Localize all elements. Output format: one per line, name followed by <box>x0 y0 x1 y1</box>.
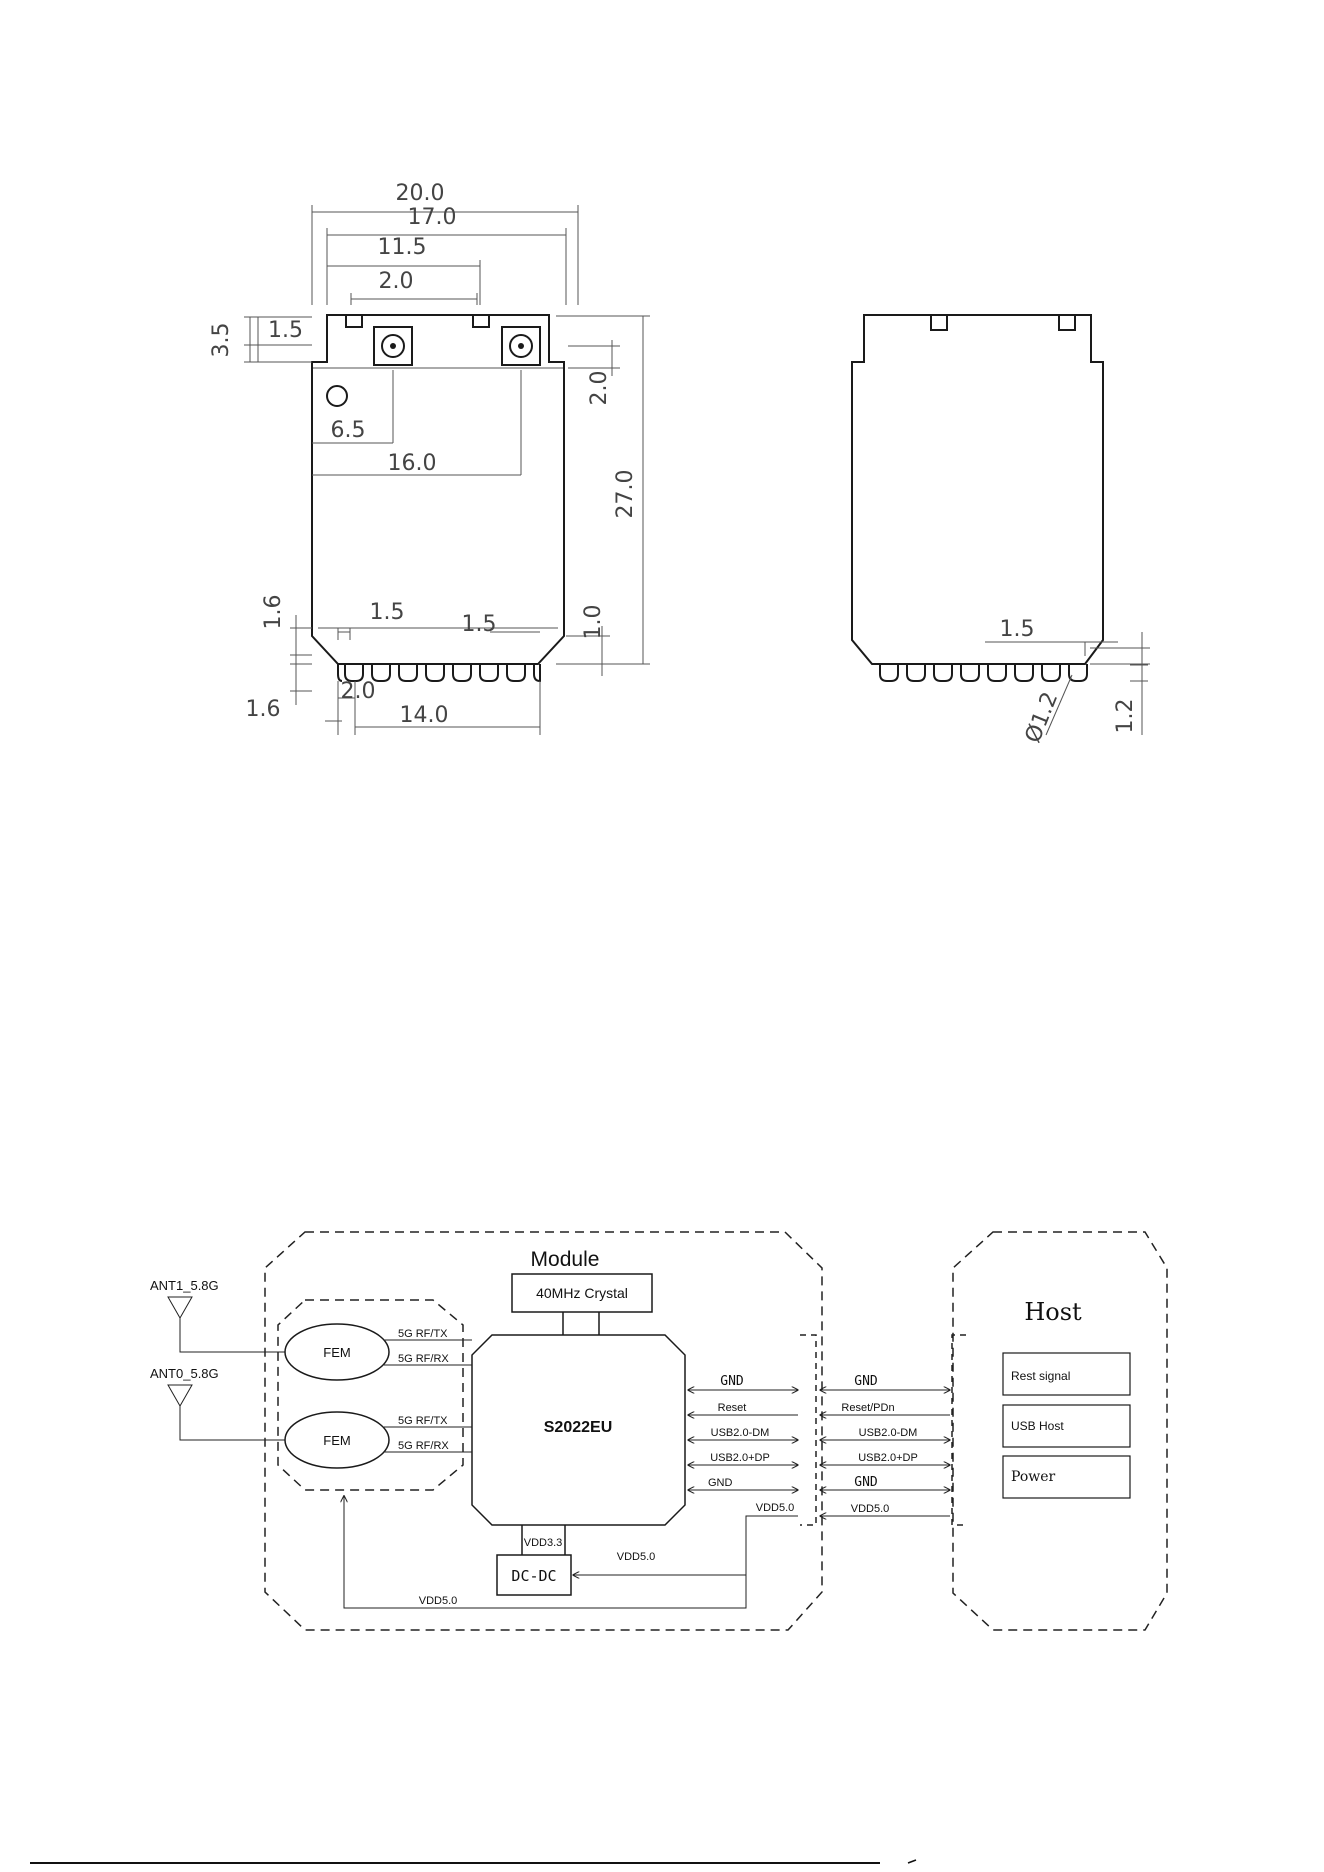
rf-tx-1-label: 5G RF/TX <box>398 1328 448 1340</box>
top-notch-right <box>472 315 490 328</box>
host-usb-dm-label: USB2.0-DM <box>859 1427 918 1439</box>
dim-bottom-1-5-a: 1.5 <box>370 600 405 625</box>
host-rest-signal-label: Rest signal <box>1011 1369 1070 1383</box>
mechanical-side-view: 1.5 Ø1.2 1.2 <box>851 314 1150 747</box>
dimension-lines-front <box>244 205 650 735</box>
dim-width-17: 17.0 <box>408 205 457 230</box>
host-gnd-1-label: GND <box>854 1374 878 1389</box>
host-power-label: Power <box>1011 1469 1056 1485</box>
antenna-0-icon <box>167 1384 286 1441</box>
dim-width-2-0-top: 2.0 <box>379 269 414 294</box>
rf-tx-2-label: 5G RF/TX <box>398 1415 448 1427</box>
crystal-legs <box>562 1312 600 1335</box>
back-notch-left <box>930 315 948 331</box>
fem-region <box>277 1299 464 1491</box>
mechanical-front-view: 20.0 17.0 11.5 2.0 3.5 1.5 2.0 6.5 16.0 … <box>209 181 650 735</box>
connector-pin-right <box>518 343 524 349</box>
dim-left-1-6-a: 1.6 <box>261 595 286 630</box>
host-rest-signal-box <box>1002 1352 1131 1396</box>
fem-top <box>284 1323 390 1381</box>
host-vdd50-label: VDD5.0 <box>851 1503 890 1515</box>
rf-rx-1-label: 5G RF/RX <box>398 1353 449 1365</box>
host-usb-host-box <box>1002 1404 1131 1448</box>
rf-rx-2-label: 5G RF/RX <box>398 1440 449 1452</box>
dim-width-20: 20.0 <box>396 181 445 206</box>
module-outline-back <box>851 314 1104 665</box>
sig-gnd-2-label: GND <box>708 1477 733 1489</box>
dim-conn-16-0: 16.0 <box>388 451 437 476</box>
ant1-label: ANT1_5.8G <box>150 1278 219 1293</box>
module-connector-bracket <box>800 1334 817 1526</box>
chip-label: S2022EU <box>544 1419 613 1436</box>
block-diagram: Module Host 40MHz Crystal S2022EU DC-DC … <box>150 1231 1168 1631</box>
module-outline-front <box>311 314 565 665</box>
crystal-label: 40MHz Crystal <box>536 1285 628 1301</box>
vdd50-bottom-label: VDD5.0 <box>419 1595 458 1607</box>
host-usb-dp-label: USB2.0+DP <box>858 1452 918 1464</box>
dcdc-box <box>496 1554 572 1596</box>
sig-gnd-1-label: GND <box>720 1374 744 1389</box>
dim-bottom-1-5-b: 1.5 <box>462 612 497 637</box>
vdd50-module-label: VDD5.0 <box>756 1502 795 1514</box>
back-notch-right <box>1058 315 1076 331</box>
dim-bottom-2-0: 2.0 <box>341 679 376 704</box>
ant0-label: ANT0_5.8G <box>150 1366 219 1381</box>
footer-mark <box>907 1859 917 1864</box>
dcdc-label: DC-DC <box>511 1567 556 1585</box>
connector-ring-left <box>381 334 405 358</box>
host-usb-host-label: USB Host <box>1011 1419 1064 1433</box>
rf-lines <box>384 1339 472 1453</box>
connector-pin-left <box>390 343 396 349</box>
dcdc-legs <box>521 1525 566 1555</box>
sig-usb-dp-label: USB2.0+DP <box>710 1452 770 1464</box>
mounting-hole <box>326 385 348 407</box>
fem-bottom-label: FEM <box>323 1433 350 1448</box>
host-connector-bracket <box>951 1334 966 1526</box>
bottom-pads-back <box>879 664 1088 682</box>
dim-left-3-5: 3.5 <box>209 323 234 358</box>
host-gnd-2-label: GND <box>854 1475 878 1490</box>
fem-bottom <box>284 1411 390 1469</box>
dim-left-1-5: 1.5 <box>268 318 303 343</box>
vdd50-dcdc-label: VDD5.0 <box>617 1551 656 1563</box>
dim-right-27-0: 27.0 <box>613 470 638 519</box>
bottom-pads-front <box>337 664 541 683</box>
antenna-1-icon <box>167 1296 286 1353</box>
host-title: Host <box>1024 1298 1082 1326</box>
vdd33-label: VDD3.3 <box>524 1537 563 1549</box>
sig-reset-label: Reset <box>718 1402 747 1414</box>
crystal-box <box>511 1273 653 1313</box>
module-title: Module <box>531 1248 600 1271</box>
vdd50-routing <box>343 1495 798 1609</box>
dimension-lines-back <box>985 632 1150 736</box>
host-power-box <box>1002 1455 1131 1499</box>
sig-usb-dm-label: USB2.0-DM <box>711 1427 770 1439</box>
dim-pitch-1-5: 1.5 <box>1000 617 1035 642</box>
dim-bottom-14-0: 14.0 <box>400 703 449 728</box>
dim-width-11-5: 11.5 <box>378 235 427 260</box>
connector-ring-right <box>509 334 533 358</box>
dim-right-2-0: 2.0 <box>587 371 612 406</box>
dim-hole-6-5: 6.5 <box>331 418 366 443</box>
module-boundary <box>264 1231 823 1631</box>
fem-top-label: FEM <box>323 1345 350 1360</box>
top-notch-left <box>345 315 363 328</box>
host-reset-label: Reset/PDn <box>841 1402 894 1414</box>
dim-left-1-6-b: 1.6 <box>246 697 281 722</box>
antenna-connector-left <box>373 326 413 366</box>
host-boundary <box>952 1231 1168 1631</box>
dim-height-1-2: 1.2 <box>1113 699 1138 734</box>
dim-right-1-0: 1.0 <box>581 605 606 640</box>
antenna-connector-right <box>501 326 541 366</box>
dim-diameter-1-2: Ø1.2 <box>1021 689 1064 747</box>
chip-body <box>471 1334 686 1526</box>
